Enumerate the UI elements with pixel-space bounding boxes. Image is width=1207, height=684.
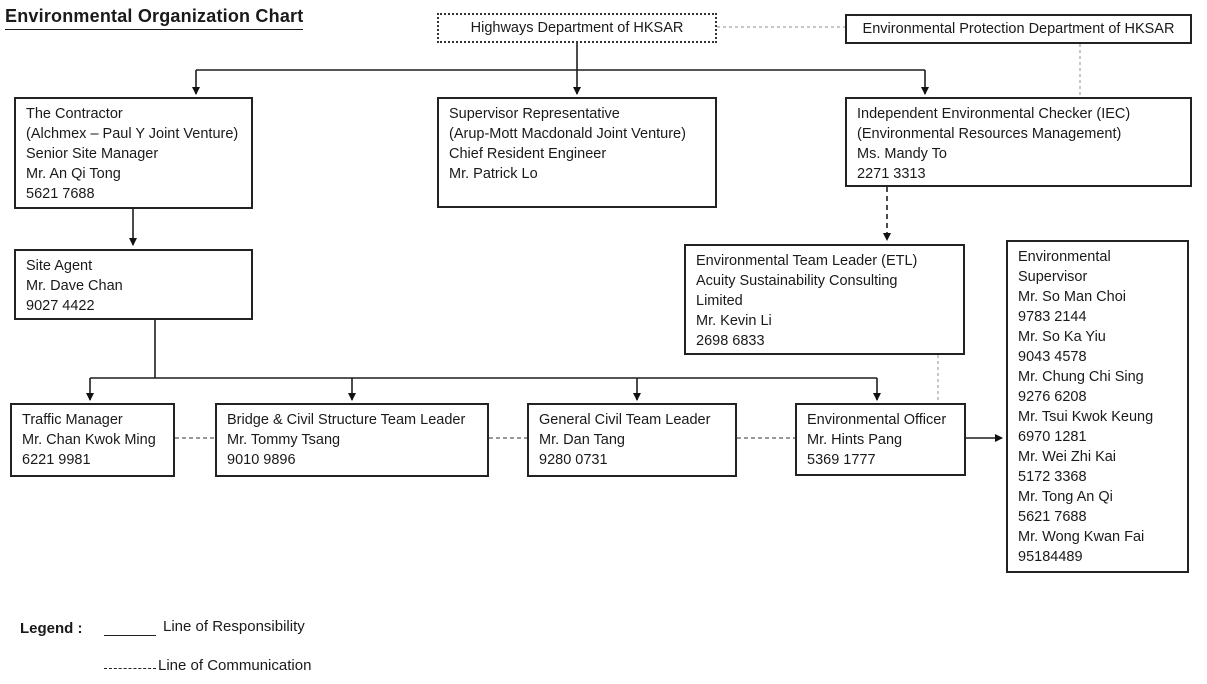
box-traffic-manager-text: Traffic Manager Mr. Chan Kwok Ming 6221 … xyxy=(22,412,156,468)
box-bridge-civil-text: Bridge & Civil Structure Team Leader Mr.… xyxy=(227,412,466,468)
box-etl-text: Environmental Team Leader (ETL) Acuity S… xyxy=(696,253,918,349)
box-iec-text: Independent Environmental Checker (IEC) … xyxy=(857,106,1131,182)
box-site-agent: Site Agent Mr. Dave Chan 9027 4422 xyxy=(14,249,253,320)
box-bridge-civil-team-leader: Bridge & Civil Structure Team Leader Mr.… xyxy=(215,403,489,477)
box-supervisor-rep-text: Supervisor Representative (Arup-Mott Mac… xyxy=(449,106,686,182)
box-environmental-supervisor: Environmental Supervisor Mr. So Man Choi… xyxy=(1006,240,1189,573)
page-title: Environmental Organization Chart xyxy=(5,6,304,30)
box-env-supervisor-text: Environmental Supervisor Mr. So Man Choi… xyxy=(1018,249,1154,565)
box-general-civil-text: General Civil Team Leader Mr. Dan Tang 9… xyxy=(539,412,711,468)
box-supervisor-representative: Supervisor Representative (Arup-Mott Mac… xyxy=(437,97,717,208)
box-environmental-protection-department: Environmental Protection Department of H… xyxy=(845,14,1192,44)
box-epd-text: Environmental Protection Department of H… xyxy=(862,21,1175,37)
box-site-agent-text: Site Agent Mr. Dave Chan 9027 4422 xyxy=(26,258,123,314)
legend-communication-text: Line of Communication xyxy=(158,657,312,674)
box-env-officer-text: Environmental Officer Mr. Hints Pang 536… xyxy=(807,412,947,468)
legend-dashed-line-sample xyxy=(104,668,156,669)
box-environmental-team-leader: Environmental Team Leader (ETL) Acuity S… xyxy=(684,244,965,355)
box-highways-department: Highways Department of HKSAR xyxy=(437,13,717,43)
box-traffic-manager: Traffic Manager Mr. Chan Kwok Ming 6221 … xyxy=(10,403,175,477)
box-highways-text: Highways Department of HKSAR xyxy=(470,20,684,36)
legend-solid-line-sample xyxy=(104,635,156,636)
box-environmental-officer: Environmental Officer Mr. Hints Pang 536… xyxy=(795,403,966,476)
box-contractor: The Contractor (Alchmex – Paul Y Joint V… xyxy=(14,97,253,209)
box-contractor-text: The Contractor (Alchmex – Paul Y Joint V… xyxy=(26,106,239,202)
box-general-civil-team-leader: General Civil Team Leader Mr. Dan Tang 9… xyxy=(527,403,737,477)
legend-responsibility-text: Line of Responsibility xyxy=(163,618,305,635)
legend-label: Legend : xyxy=(20,620,83,637)
box-independent-environmental-checker: Independent Environmental Checker (IEC) … xyxy=(845,97,1192,187)
